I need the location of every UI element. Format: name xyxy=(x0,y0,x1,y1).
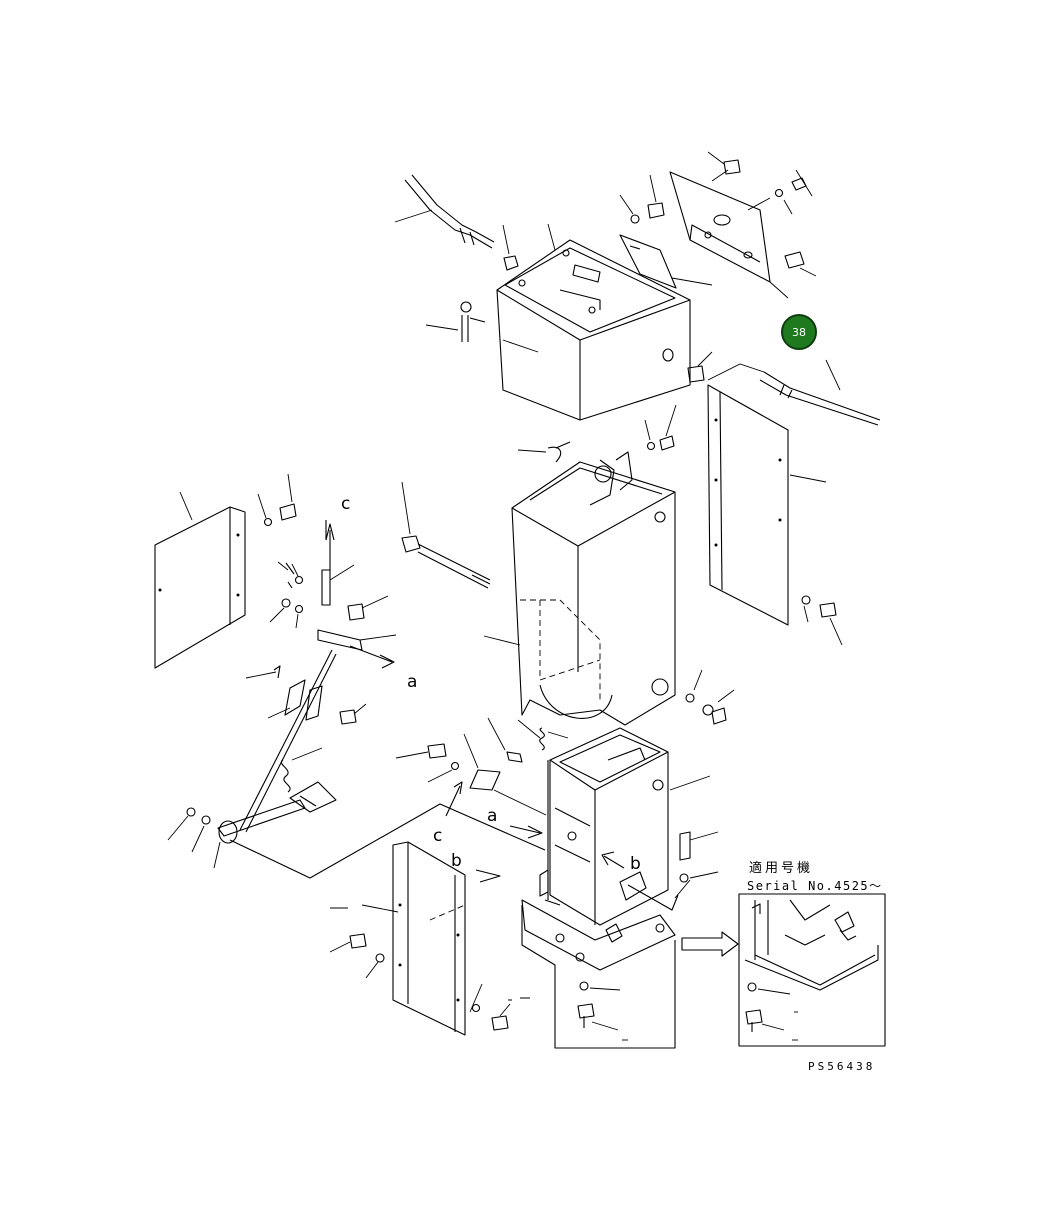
view-letter-b-right: b xyxy=(630,854,641,874)
column-hardware xyxy=(517,404,677,463)
view-letter-b-left: b xyxy=(451,851,462,871)
view-letter-c-lower: c xyxy=(433,826,443,846)
callout-38[interactable]: 38 xyxy=(781,314,817,350)
central-column xyxy=(483,451,676,726)
front-cover-panel xyxy=(329,841,530,1036)
lever-handle-right xyxy=(687,351,881,426)
inset-arrow xyxy=(681,931,739,957)
top-hardware xyxy=(502,174,713,289)
view-arrows xyxy=(325,523,625,883)
lever-handle-upper xyxy=(394,174,495,249)
base-detail-frame xyxy=(521,905,676,1049)
right-side-panel xyxy=(707,384,843,646)
control-linkage xyxy=(167,520,546,879)
base-column xyxy=(395,669,735,971)
eye-bolt xyxy=(425,301,486,342)
serial-heading: 適用号機 xyxy=(749,861,814,876)
view-letter-c-top: c xyxy=(341,494,351,514)
callout-label: 38 xyxy=(792,325,806,339)
serial-number: Serial No.4525～ xyxy=(747,879,883,893)
view-letter-a-lower: a xyxy=(487,806,498,826)
view-letter-a-left: a xyxy=(407,672,418,692)
left-side-panel xyxy=(154,473,297,669)
upper-cover-box xyxy=(496,223,691,421)
top-right-plate xyxy=(669,151,817,299)
serial-inset xyxy=(738,893,886,1047)
drawing-code: PS56438 xyxy=(808,1060,876,1073)
long-bolt xyxy=(401,481,491,589)
